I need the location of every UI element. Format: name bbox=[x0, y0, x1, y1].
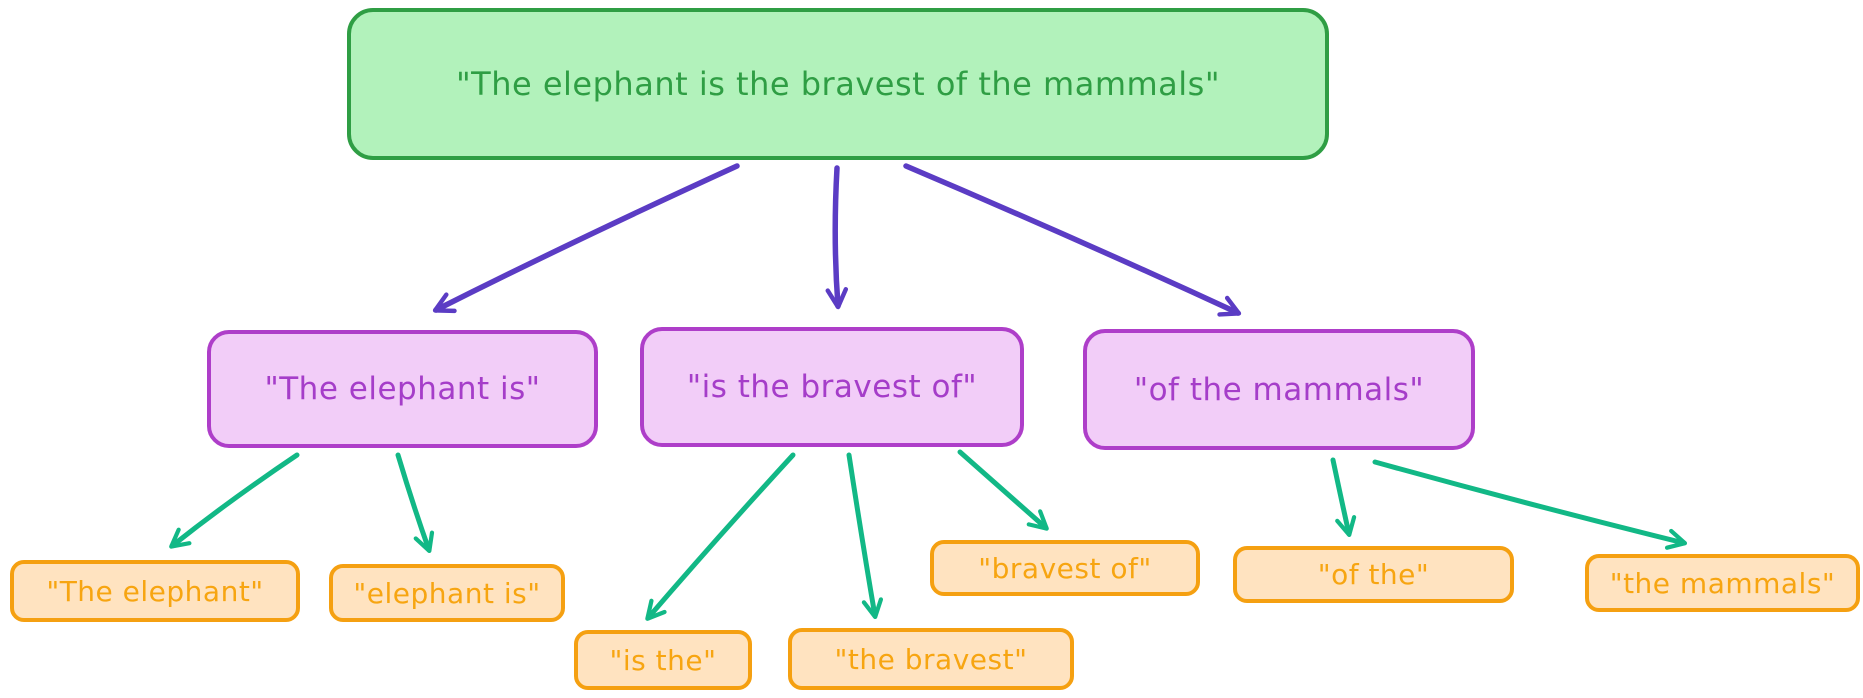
subchunk-node-the-elephant: "The elephant" bbox=[10, 560, 300, 622]
arrow-chunk-2-to-sub-4 bbox=[846, 452, 884, 620]
root-node-sentence: "The elephant is the bravest of the mamm… bbox=[347, 8, 1329, 160]
arrow-root-to-chunk-1 bbox=[432, 163, 740, 314]
subchunk-node-bravest-of: "bravest of" bbox=[930, 540, 1200, 596]
subchunk-node-label: "bravest of" bbox=[978, 551, 1152, 585]
subchunk-node-label: "The elephant" bbox=[46, 574, 264, 608]
chunk-node-the-elephant-is: "The elephant is" bbox=[207, 330, 598, 448]
root-node-label: "The elephant is the bravest of the mamm… bbox=[455, 65, 1221, 103]
subchunk-node-is-the: "is the" bbox=[574, 630, 752, 690]
subchunk-node-label: "is the" bbox=[609, 643, 717, 677]
chunk-node-label: "is the bravest of" bbox=[686, 369, 978, 405]
subchunk-node-label: "the mammals" bbox=[1609, 566, 1836, 600]
chunk-node-is-the-bravest-of: "is the bravest of" bbox=[640, 327, 1024, 447]
chunk-node-label: "The elephant is" bbox=[264, 371, 541, 407]
arrow-chunk-3-to-sub-7 bbox=[1372, 459, 1688, 550]
subchunk-node-the-bravest: "the bravest" bbox=[788, 628, 1074, 690]
arrow-root-to-chunk-3 bbox=[903, 163, 1242, 317]
subchunk-node-elephant-is: "elephant is" bbox=[329, 564, 565, 622]
subchunk-node-the-mammals: "the mammals" bbox=[1585, 554, 1860, 612]
arrow-root-to-chunk-2 bbox=[825, 165, 849, 310]
subchunk-node-label: "the bravest" bbox=[834, 642, 1028, 676]
subchunk-node-label: "of the" bbox=[1317, 558, 1430, 591]
chunk-node-label: "of the mammals" bbox=[1133, 371, 1425, 408]
arrow-chunk-3-to-sub-6 bbox=[1330, 457, 1357, 538]
arrow-chunk-2-to-sub-5 bbox=[957, 449, 1049, 531]
chunk-node-of-the-mammals: "of the mammals" bbox=[1083, 329, 1475, 450]
subchunk-node-of-the: "of the" bbox=[1233, 546, 1514, 603]
arrow-chunk-1-to-sub-1 bbox=[169, 452, 300, 549]
subchunk-node-label: "elephant is" bbox=[353, 576, 541, 610]
arrow-chunk-1-to-sub-2 bbox=[395, 452, 435, 554]
arrow-chunk-2-to-sub-3 bbox=[645, 452, 796, 621]
